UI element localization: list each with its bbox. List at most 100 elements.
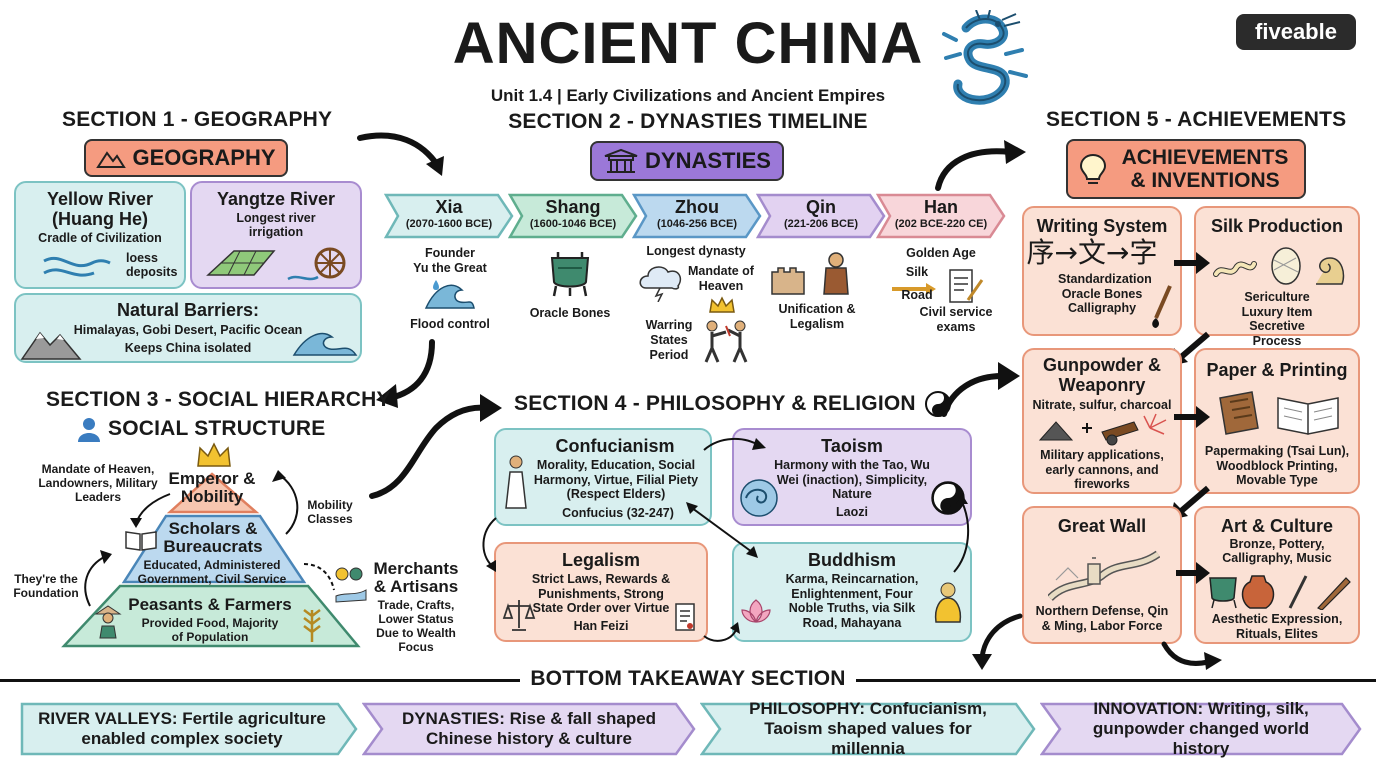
confucianism-title: Confucianism bbox=[555, 436, 675, 456]
silk-desc: Sericulture Luxury Item Secretive Proces… bbox=[1241, 290, 1313, 348]
dynasties-pill-label: DYNASTIES bbox=[645, 148, 771, 173]
lightbulb-icon bbox=[1079, 153, 1107, 184]
dynasty-qin-dates: (221-206 BCE) bbox=[784, 218, 858, 230]
section2-heading: SECTION 2 - DYNASTIES TIMELINE bbox=[508, 110, 868, 133]
lotus-icon bbox=[741, 599, 771, 623]
arrow-buddhism-taoism bbox=[953, 494, 970, 573]
takeaway-innovation-text: INNOVATION: Writing, silk, gunpowder cha… bbox=[1092, 699, 1310, 758]
page-title: ANCIENT CHINA bbox=[452, 11, 924, 76]
buddhism-card: Buddhism Karma, Reincarnation, Enlighten… bbox=[732, 542, 972, 642]
section4-heading: SECTION 4 - PHILOSOPHY & RELIGION bbox=[514, 392, 916, 415]
arrow-art-continuation bbox=[1161, 641, 1222, 670]
dynasty-zhou: Zhou (1046-256 BCE) bbox=[632, 193, 762, 239]
dynasty-qin: Qin (221-206 BCE) bbox=[756, 193, 886, 239]
tier-scholars-desc: Educated, Administered Government, Civil… bbox=[137, 558, 287, 586]
takeaway-dynasties: DYNASTIES: Rise & fall shaped Chinese hi… bbox=[362, 702, 696, 756]
yellow-river-note: loess deposits bbox=[126, 251, 178, 279]
barriers-title: Natural Barriers: bbox=[116, 300, 260, 320]
section5-heading: SECTION 5 - ACHIEVEMENTS bbox=[1046, 108, 1347, 131]
printing-block-book-icon bbox=[1219, 391, 1339, 435]
barriers-line2: Keeps China isolated bbox=[124, 341, 252, 355]
writing-title: Writing System bbox=[1036, 216, 1168, 236]
xia-founder-line2: Yu the Great bbox=[413, 261, 487, 275]
buddhism-title: Buddhism bbox=[808, 550, 896, 570]
takeaway-philosophy: PHILOSOPHY: Confucianism, Taoism shaped … bbox=[700, 699, 1036, 758]
bronze-pottery-instrument-icon bbox=[1209, 575, 1351, 610]
confucianism-desc: Morality, Education, Social Harmony, Vir… bbox=[533, 458, 699, 501]
arrow-confucianism-legalism bbox=[482, 517, 497, 572]
yangtze-title: Yangtze River bbox=[216, 189, 336, 209]
arrow-mandate bbox=[130, 493, 171, 528]
mountain-icon bbox=[96, 151, 127, 168]
gunpowder-desc: Military applications, early cannons, an… bbox=[1040, 448, 1164, 491]
silk-title: Silk Production bbox=[1210, 216, 1343, 236]
cloud-icon bbox=[639, 266, 682, 302]
dynasty-zhou-dates: (1046-256 BCE) bbox=[656, 218, 738, 230]
arrow-writing-silk bbox=[1174, 252, 1210, 274]
silkworm-cocoon-icon bbox=[1213, 247, 1345, 285]
confucianism-person: Confucius (32-247) bbox=[562, 505, 674, 520]
great-wall-card: Great Wall Northern Defense, Qin & Ming,… bbox=[1022, 506, 1182, 644]
section4-heading-wrap: SECTION 4 - PHILOSOPHY & RELIGION bbox=[514, 390, 952, 418]
arrow-social-to-philosophy bbox=[369, 394, 502, 499]
arrow-dynasties-to-achievements bbox=[935, 140, 1026, 191]
mandate-label: Mandate of Heaven, Landowners, Military … bbox=[38, 462, 158, 504]
art-line1: Bronze, Pottery, Calligraphy, Music bbox=[1222, 537, 1332, 565]
farmer-icon bbox=[94, 605, 122, 639]
silk-production-card: Silk Production Sericulture Luxury Item … bbox=[1194, 206, 1360, 348]
arrow-foundation bbox=[84, 550, 112, 607]
social-pyramid bbox=[61, 472, 361, 648]
geography-pill: GEOGRAPHY bbox=[84, 139, 288, 177]
dynasty-han: Han (202 BCE-220 CE) bbox=[876, 193, 1006, 239]
river-icon bbox=[43, 256, 111, 277]
dynasty-han-name: Han bbox=[923, 197, 958, 217]
wall-desc: Northern Defense, Qin & Ming, Labor Forc… bbox=[1035, 604, 1169, 633]
dynasties-pill: DYNASTIES bbox=[590, 141, 784, 181]
arrow-confucianism-buddhism bbox=[686, 502, 758, 558]
takeaway-river-valleys: RIVER VALLEYS: Fertile agriculture enabl… bbox=[20, 702, 358, 756]
takeaway-divider-right bbox=[856, 679, 1376, 682]
exam-scroll-icon bbox=[949, 269, 984, 303]
bronze-vessel-icon bbox=[550, 252, 590, 297]
art-desc: Aesthetic Expression, Rituals, Elites bbox=[1211, 612, 1343, 641]
fiveable-logo: fiveable bbox=[1236, 14, 1356, 50]
arrow-gunpowder-paper bbox=[1174, 406, 1210, 428]
dynasty-xia: Xia (2070-1600 BCE) bbox=[384, 193, 514, 239]
confucianism-card: Confucianism Morality, Education, Social… bbox=[494, 428, 712, 526]
paper-desc: Papermaking (Tsai Lun), Woodblock Printi… bbox=[1204, 444, 1350, 487]
zhou-longest: Longest dynasty bbox=[646, 244, 746, 258]
emperor-crown-icon bbox=[197, 442, 231, 467]
paper-title: Paper & Printing bbox=[1206, 360, 1348, 380]
wheat-icon bbox=[303, 609, 321, 642]
paper-printing-card: Paper & Printing Papermaking (Tsai Lun),… bbox=[1194, 348, 1360, 494]
great-wall-icon bbox=[1048, 550, 1160, 602]
xia-founder: Founder Yu the Great bbox=[390, 246, 510, 276]
qin-unification: Unification & Legalism bbox=[778, 302, 856, 331]
coins-hand-icon bbox=[335, 567, 367, 603]
page-subtitle: Unit 1.4 | Early Civilizations and Ancie… bbox=[490, 86, 886, 105]
dynasty-qin-name: Qin bbox=[806, 197, 836, 217]
law-scroll-icon bbox=[675, 603, 695, 631]
logo-text: fiveable bbox=[1255, 19, 1337, 44]
flood-wave-icon bbox=[424, 280, 475, 309]
dynasty-shang-name: Shang bbox=[545, 197, 601, 217]
tier-peasants: Peasants & Farmers bbox=[128, 595, 292, 614]
arrow-confucianism-taoism bbox=[703, 437, 766, 451]
tier-scholars: Scholars & Bureaucrats bbox=[163, 519, 263, 556]
legalism-person: Han Feizi bbox=[573, 618, 629, 633]
taoism-card: Taoism Harmony with the Tao, Wu Wei (ina… bbox=[732, 428, 972, 526]
silk-road-arrow-icon bbox=[892, 283, 936, 295]
person-icon bbox=[78, 418, 100, 442]
writing-system-card: Writing System 序→文→字 Standardization Ora… bbox=[1022, 206, 1182, 336]
dynasty-xia-name: Xia bbox=[435, 197, 463, 217]
takeaway-dynasties-text: DYNASTIES: Rise & fall shaped Chinese hi… bbox=[401, 709, 657, 748]
book-icon bbox=[125, 531, 157, 551]
han-silk: Silk bbox=[905, 265, 929, 279]
dynasty-zhou-name: Zhou bbox=[675, 197, 719, 217]
swirl-icon bbox=[740, 479, 778, 517]
art-title: Art & Culture bbox=[1221, 516, 1333, 536]
fighting-warriors-icon bbox=[704, 320, 748, 363]
buddhism-desc: Karma, Reincarnation, Enlightenment, Fou… bbox=[785, 572, 919, 630]
taoism-person: Laozi bbox=[836, 504, 868, 519]
wall-title: Great Wall bbox=[1057, 516, 1147, 536]
